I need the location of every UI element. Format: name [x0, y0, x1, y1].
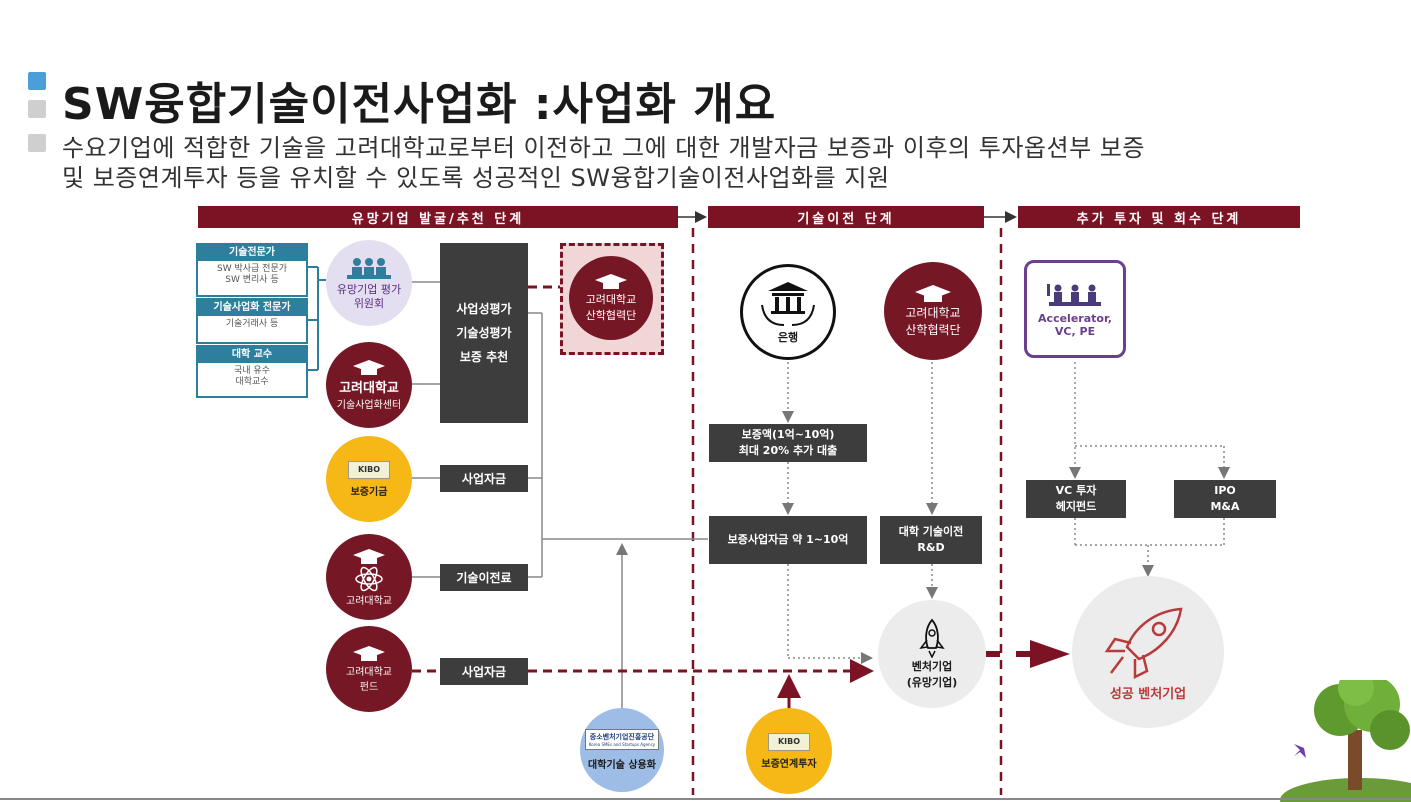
vc-line-1: VC 투자 [1055, 484, 1097, 497]
ku-center-node: 고려대학교 기술사업화센터 [326, 342, 412, 428]
vc-box: VC 투자 헤지펀드 [1026, 480, 1126, 518]
venture-node: 벤처기업 (유망기업) [878, 600, 986, 708]
guarantee-line-1: 보증액(1억~10억) [741, 428, 835, 441]
phase-banner-1: 유망기업 발굴/추천 단계 [198, 206, 678, 228]
ku-coop-node: 고려대학교 산학협력단 [569, 256, 653, 340]
expert-title: 기술사업화 전문가 [198, 300, 306, 316]
accelerator-label-2: VC, PE [1054, 325, 1096, 338]
kibo-node: KIBO 보증기금 [326, 436, 412, 522]
expert-title: 대학 교수 [198, 347, 306, 363]
kibo2-logo: KIBO [768, 732, 810, 751]
ku-center-label-1: 고려대학교 [339, 381, 399, 396]
ku-coop-label-2: 산학협력단 [585, 309, 637, 322]
accelerator-label-1: Accelerator, [1038, 312, 1112, 325]
venture-label-1: 벤처기업 [911, 660, 953, 673]
ku-coop-label-1: 고려대학교 [585, 293, 637, 306]
expert-box-professor: 대학 교수 국내 유수 대학교수 [196, 345, 308, 398]
rnd-line-1: 대학 기술이전 [898, 525, 964, 538]
rnd-box: 대학 기술이전 R&D [880, 516, 982, 564]
success-label: 성공 벤처기업 [1109, 686, 1187, 702]
phase-banner-2: 기술이전 단계 [708, 206, 984, 228]
evaluation-box: 사업성평가 기술성평가 보증 추천 [440, 243, 528, 423]
graduation-cap-icon [353, 360, 385, 375]
ku-fund-node: 고려대학교 펀드 [326, 626, 412, 712]
kibo2-node: KIBO 보증연계투자 [746, 708, 832, 794]
evaluation-item: 사업성평가 [456, 302, 512, 316]
subtitle-bullet [28, 134, 46, 152]
ku-fund-label-1: 고려대학교 [346, 667, 392, 678]
page-title: SW융합기술이전사업화 :사업화 개요 [62, 79, 777, 130]
graduation-cap-icon [353, 548, 385, 564]
bank-node: 은행 [740, 264, 836, 360]
tech-fee-box: 기술이전료 [440, 564, 528, 591]
expert-body: 대학교수 [235, 377, 269, 387]
vc-line-2: 헤지펀드 [1055, 500, 1097, 513]
evaluation-item: 보증 추천 [459, 350, 509, 364]
kibo-logo: KIBO [348, 460, 390, 479]
ku-univ-node: 고려대학교 [326, 534, 412, 620]
kibo-label: 보증기금 [350, 486, 388, 498]
tree-decoration [1280, 680, 1411, 802]
kibo2-label: 보증연계투자 [761, 758, 817, 770]
ku-coop2-label-1: 고려대학교 [905, 306, 961, 320]
expert-box-tech: 기술전문가 SW 박사급 전문가 SW 변리사 등 [196, 243, 308, 297]
ku-univ-label: 고려대학교 [346, 595, 392, 607]
guarantee-fund-box: 보증사업자금 약 1~10억 [709, 516, 867, 564]
ipo-box: IPO M&A [1174, 480, 1276, 518]
success-node: 성공 벤처기업 [1072, 576, 1224, 728]
ku-coop2-label-2: 산학협력단 [905, 323, 961, 337]
expert-title: 기술전문가 [198, 245, 306, 261]
subtitle-line-1: 수요기업에 적합한 기술을 고려대학교로부터 이전하고 그에 대한 개발자금 보… [62, 134, 1145, 162]
rnd-line-2: R&D [917, 541, 945, 554]
accelerator-node: Accelerator, VC, PE [1024, 260, 1126, 358]
ipo-line-1: IPO [1214, 484, 1236, 497]
business-fund-box: 사업자금 [440, 465, 528, 492]
subtitle-line-2: 및 보증연계투자 등을 유치할 수 있도록 성공적인 SW융합기술이전사업화를 … [62, 164, 890, 192]
committee-label: 유망기업 평가 위원회 [336, 283, 402, 310]
sme-agency-label: 대학기술 상용화 [588, 760, 656, 771]
title-bullet-2 [28, 100, 46, 118]
sme-agency-node: 중소벤처기업진흥공단 Korea SMEs and Startups Agenc… [580, 708, 664, 792]
ipo-line-2: M&A [1210, 500, 1240, 513]
expert-body: 기술거래사 등 [225, 319, 279, 329]
expert-box-commercial: 기술사업화 전문가 기술거래사 등 [196, 298, 308, 344]
venture-label-2: (유망기업) [906, 676, 958, 689]
bank-icon [761, 282, 815, 326]
guarantee-box: 보증액(1억~10억) 최대 20% 추가 대출 [709, 424, 867, 462]
board-meeting-icon [1047, 284, 1101, 306]
ku-fund-label-2: 펀드 [359, 682, 379, 693]
graduation-cap-icon [915, 285, 951, 302]
atom-icon [355, 566, 383, 591]
bank-label: 은행 [777, 331, 799, 344]
committee-node: 유망기업 평가 위원회 [326, 240, 412, 326]
graduation-cap-icon [595, 274, 627, 289]
expert-body: 국내 유수 [234, 366, 270, 376]
title-bullet [28, 72, 46, 90]
expert-body: SW 박사급 전문가 [216, 264, 287, 274]
ku-coop2-node: 고려대학교 산학협력단 [884, 262, 982, 360]
bottom-rule [0, 798, 1411, 800]
rocket-icon [919, 618, 945, 658]
business-fund-box-2: 사업자금 [440, 658, 528, 685]
ku-center-label-2: 기술사업화센터 [336, 400, 402, 411]
expert-body: SW 변리사 등 [225, 275, 279, 285]
rocket-icon [1104, 607, 1183, 679]
evaluation-item: 기술성평가 [456, 326, 512, 340]
committee-icon [347, 258, 391, 279]
guarantee-line-2: 최대 20% 추가 대출 [738, 444, 838, 457]
phase-banner-3: 추가 투자 및 회수 단계 [1018, 206, 1300, 228]
graduation-cap-icon [353, 646, 385, 661]
sme-agency-logo: 중소벤처기업진흥공단 Korea SMEs and Startups Agenc… [584, 729, 660, 750]
